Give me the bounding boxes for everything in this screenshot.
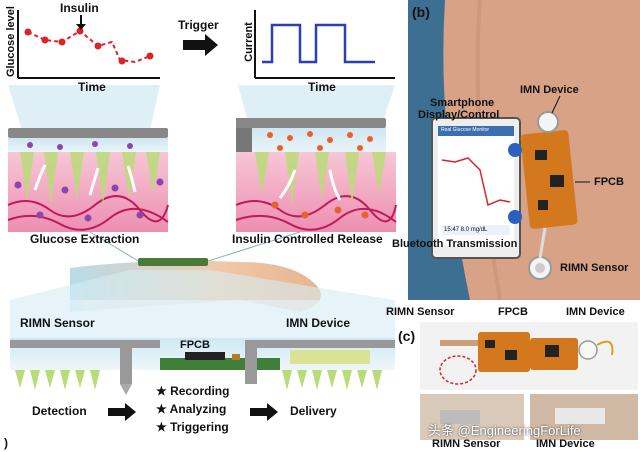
- panel-b-photo: [408, 0, 640, 301]
- smartphone-label-2: Display/Control: [418, 109, 500, 121]
- phone-screen-header: Real Glucose Monitor: [441, 127, 490, 133]
- panel-b-letter: (b): [412, 4, 430, 20]
- insulin-release-caption: Insulin Controlled Release: [232, 232, 383, 246]
- trigger-label: Trigger: [178, 18, 219, 32]
- glucose-extraction-caption: Glucose Extraction: [30, 232, 140, 246]
- bluetooth-label: Bluetooth Transmission: [392, 238, 518, 250]
- glucose-ylabel: Glucose level: [5, 6, 17, 77]
- rimn-sensor-label-b: RIMN Sensor: [560, 262, 629, 274]
- phone-screen-reading: 15:47 8.0 mg/dL: [444, 227, 488, 233]
- fpcb-label-b: FPCB: [594, 176, 624, 188]
- delivery-label: Delivery: [290, 404, 337, 418]
- glucose-xlabel: Time: [78, 80, 106, 94]
- current-xlabel: Time: [308, 80, 336, 94]
- rimn-sensor-label-c-bottom: RIMN Sensor: [432, 438, 501, 450]
- flow-arrow-2: [250, 403, 278, 421]
- panel-c-photo: [420, 322, 638, 440]
- step-triggering: ★ Triggering: [156, 420, 229, 434]
- corner-letter: ): [4, 436, 8, 450]
- watermark: 头条 @EngineeringForLife: [428, 423, 581, 438]
- device-cross-section: [10, 338, 395, 395]
- fpcb-label-a: FPCB: [180, 339, 210, 351]
- glucose-plot: [17, 10, 160, 79]
- flow-arrow-1: [108, 403, 136, 421]
- rimn-sensor-label-a: RIMN Sensor: [20, 316, 95, 330]
- panel-c-letter: (c): [398, 328, 416, 344]
- imn-device-label-c: IMN Device: [566, 306, 625, 318]
- step-analyzing: ★ Analyzing: [156, 402, 227, 416]
- insulin-release-illustration: [235, 118, 397, 232]
- imn-device-label-a: IMN Device: [286, 316, 351, 330]
- current-plot: [254, 10, 395, 79]
- step-recording: ★ Recording: [156, 384, 230, 398]
- rimn-sensor-label-c: RIMN Sensor: [386, 306, 455, 318]
- smartphone-label-1: Smartphone: [430, 97, 495, 109]
- trigger-arrow: [183, 34, 218, 56]
- detection-label: Detection: [32, 404, 87, 418]
- insulin-annotation: Insulin: [60, 1, 99, 15]
- imn-device-label-b: IMN Device: [520, 84, 579, 96]
- imn-device-label-c-bottom: IMN Device: [536, 438, 595, 450]
- fpcb-label-c: FPCB: [498, 306, 528, 318]
- current-ylabel: Current: [243, 22, 255, 62]
- glucose-extraction-illustration: [7, 128, 169, 232]
